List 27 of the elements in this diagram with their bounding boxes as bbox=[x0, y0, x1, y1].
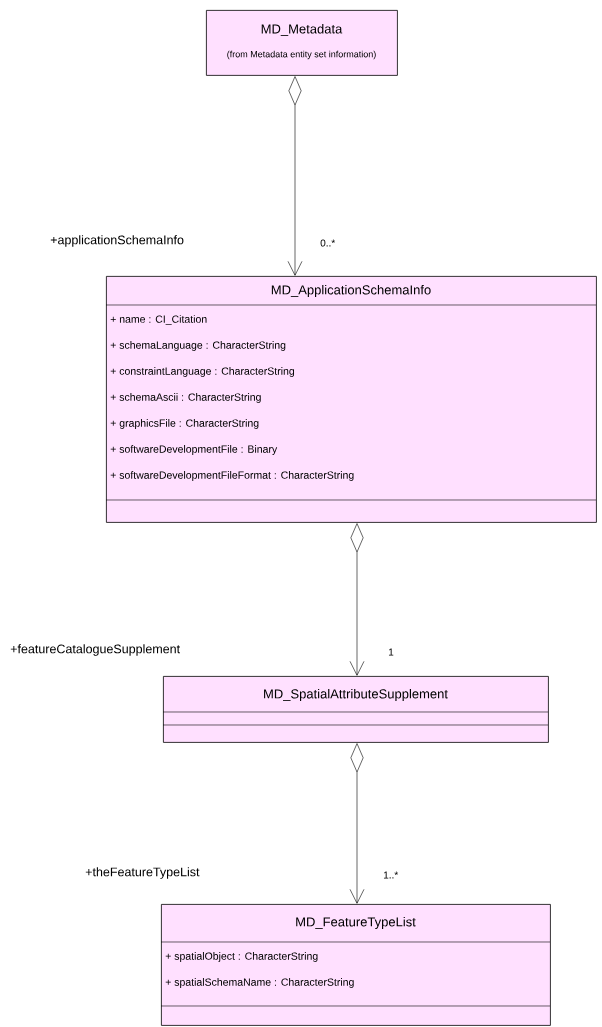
attribute-text: + constraintLanguage : CharacterString bbox=[110, 367, 295, 377]
aggregation-arrow bbox=[349, 743, 365, 904]
attribute-text: + name : CI_Citation bbox=[110, 315, 207, 325]
class-name: MD_FeatureTypeList bbox=[296, 916, 416, 930]
multiplicity: 1 bbox=[388, 648, 394, 656]
multiplicity: 1..* bbox=[383, 871, 399, 879]
role-name: +applicationSchemaInfo bbox=[50, 235, 184, 247]
aggregation-arrow bbox=[349, 523, 365, 676]
attribute-text: + softwareDevelopmentFileFormat : CharacterString bbox=[110, 471, 354, 481]
class-box bbox=[105, 276, 597, 523]
attribute-text: + schemaLanguage : CharacterString bbox=[110, 341, 286, 351]
class-name: MD_SpatialAttributeSupplement bbox=[264, 688, 448, 702]
attribute-text: + spatialObject : CharacterString bbox=[165, 952, 318, 962]
class-box bbox=[162, 676, 549, 743]
role-name: +featureCatalogueSupplement bbox=[10, 644, 180, 656]
class-box bbox=[206, 10, 398, 76]
class-box bbox=[160, 904, 551, 1026]
attribute-text: + graphicsFile : CharacterString bbox=[110, 419, 259, 429]
class-name: MD_ApplicationSchemaInfo bbox=[271, 284, 431, 298]
attribute-text: + schemaAscii : CharacterString bbox=[110, 393, 261, 403]
aggregation-arrow bbox=[287, 76, 303, 276]
multiplicity: 0..* bbox=[320, 239, 336, 247]
role-name: +theFeatureTypeList bbox=[85, 867, 200, 879]
package-note: (from Metadata entity set information) bbox=[227, 50, 376, 60]
attribute-text: + spatialSchemaName : CharacterString bbox=[165, 978, 354, 988]
class-name: MD_Metadata bbox=[261, 24, 343, 36]
attribute-text: + softwareDevelopmentFile : Binary bbox=[110, 445, 278, 455]
